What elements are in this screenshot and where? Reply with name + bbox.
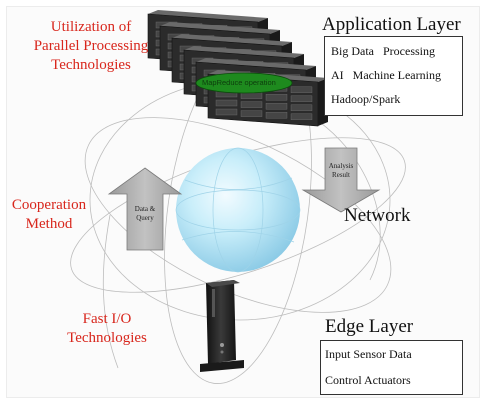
network-title: Network bbox=[344, 205, 411, 226]
edge-layer-box: Input Sensor Data Control Actuators bbox=[320, 340, 463, 395]
down-arrow-label: Analysis Result bbox=[328, 162, 354, 179]
cooperation-label: Cooperation Method bbox=[11, 197, 87, 232]
application-layer-box: Big Data Processing AI Machine Learning … bbox=[324, 36, 463, 116]
edge-item: Input Sensor Data bbox=[325, 347, 412, 361]
up-arrow bbox=[107, 167, 183, 251]
application-layer-title: Application Layer bbox=[322, 14, 461, 35]
edge-device-icon bbox=[200, 280, 244, 372]
app-item: AI Machine Learning bbox=[331, 68, 441, 82]
server-rack-icon bbox=[147, 10, 328, 127]
down-arrow bbox=[301, 147, 381, 213]
up-arrow-label: Data & Query bbox=[134, 205, 156, 222]
utilization-label: Utilization of Parallel Processing Techn… bbox=[33, 19, 149, 73]
mapreduce-label: MapReduce operation bbox=[202, 78, 276, 87]
globe-icon bbox=[175, 147, 301, 273]
fast-io-label: Fast I/O Technologies bbox=[67, 311, 147, 346]
app-item: Big Data Processing bbox=[331, 44, 435, 58]
app-item: Hadoop/Spark bbox=[331, 92, 401, 106]
mapreduce-ellipse bbox=[195, 72, 293, 94]
edge-item: Control Actuators bbox=[325, 373, 411, 387]
edge-layer-title: Edge Layer bbox=[325, 316, 414, 337]
